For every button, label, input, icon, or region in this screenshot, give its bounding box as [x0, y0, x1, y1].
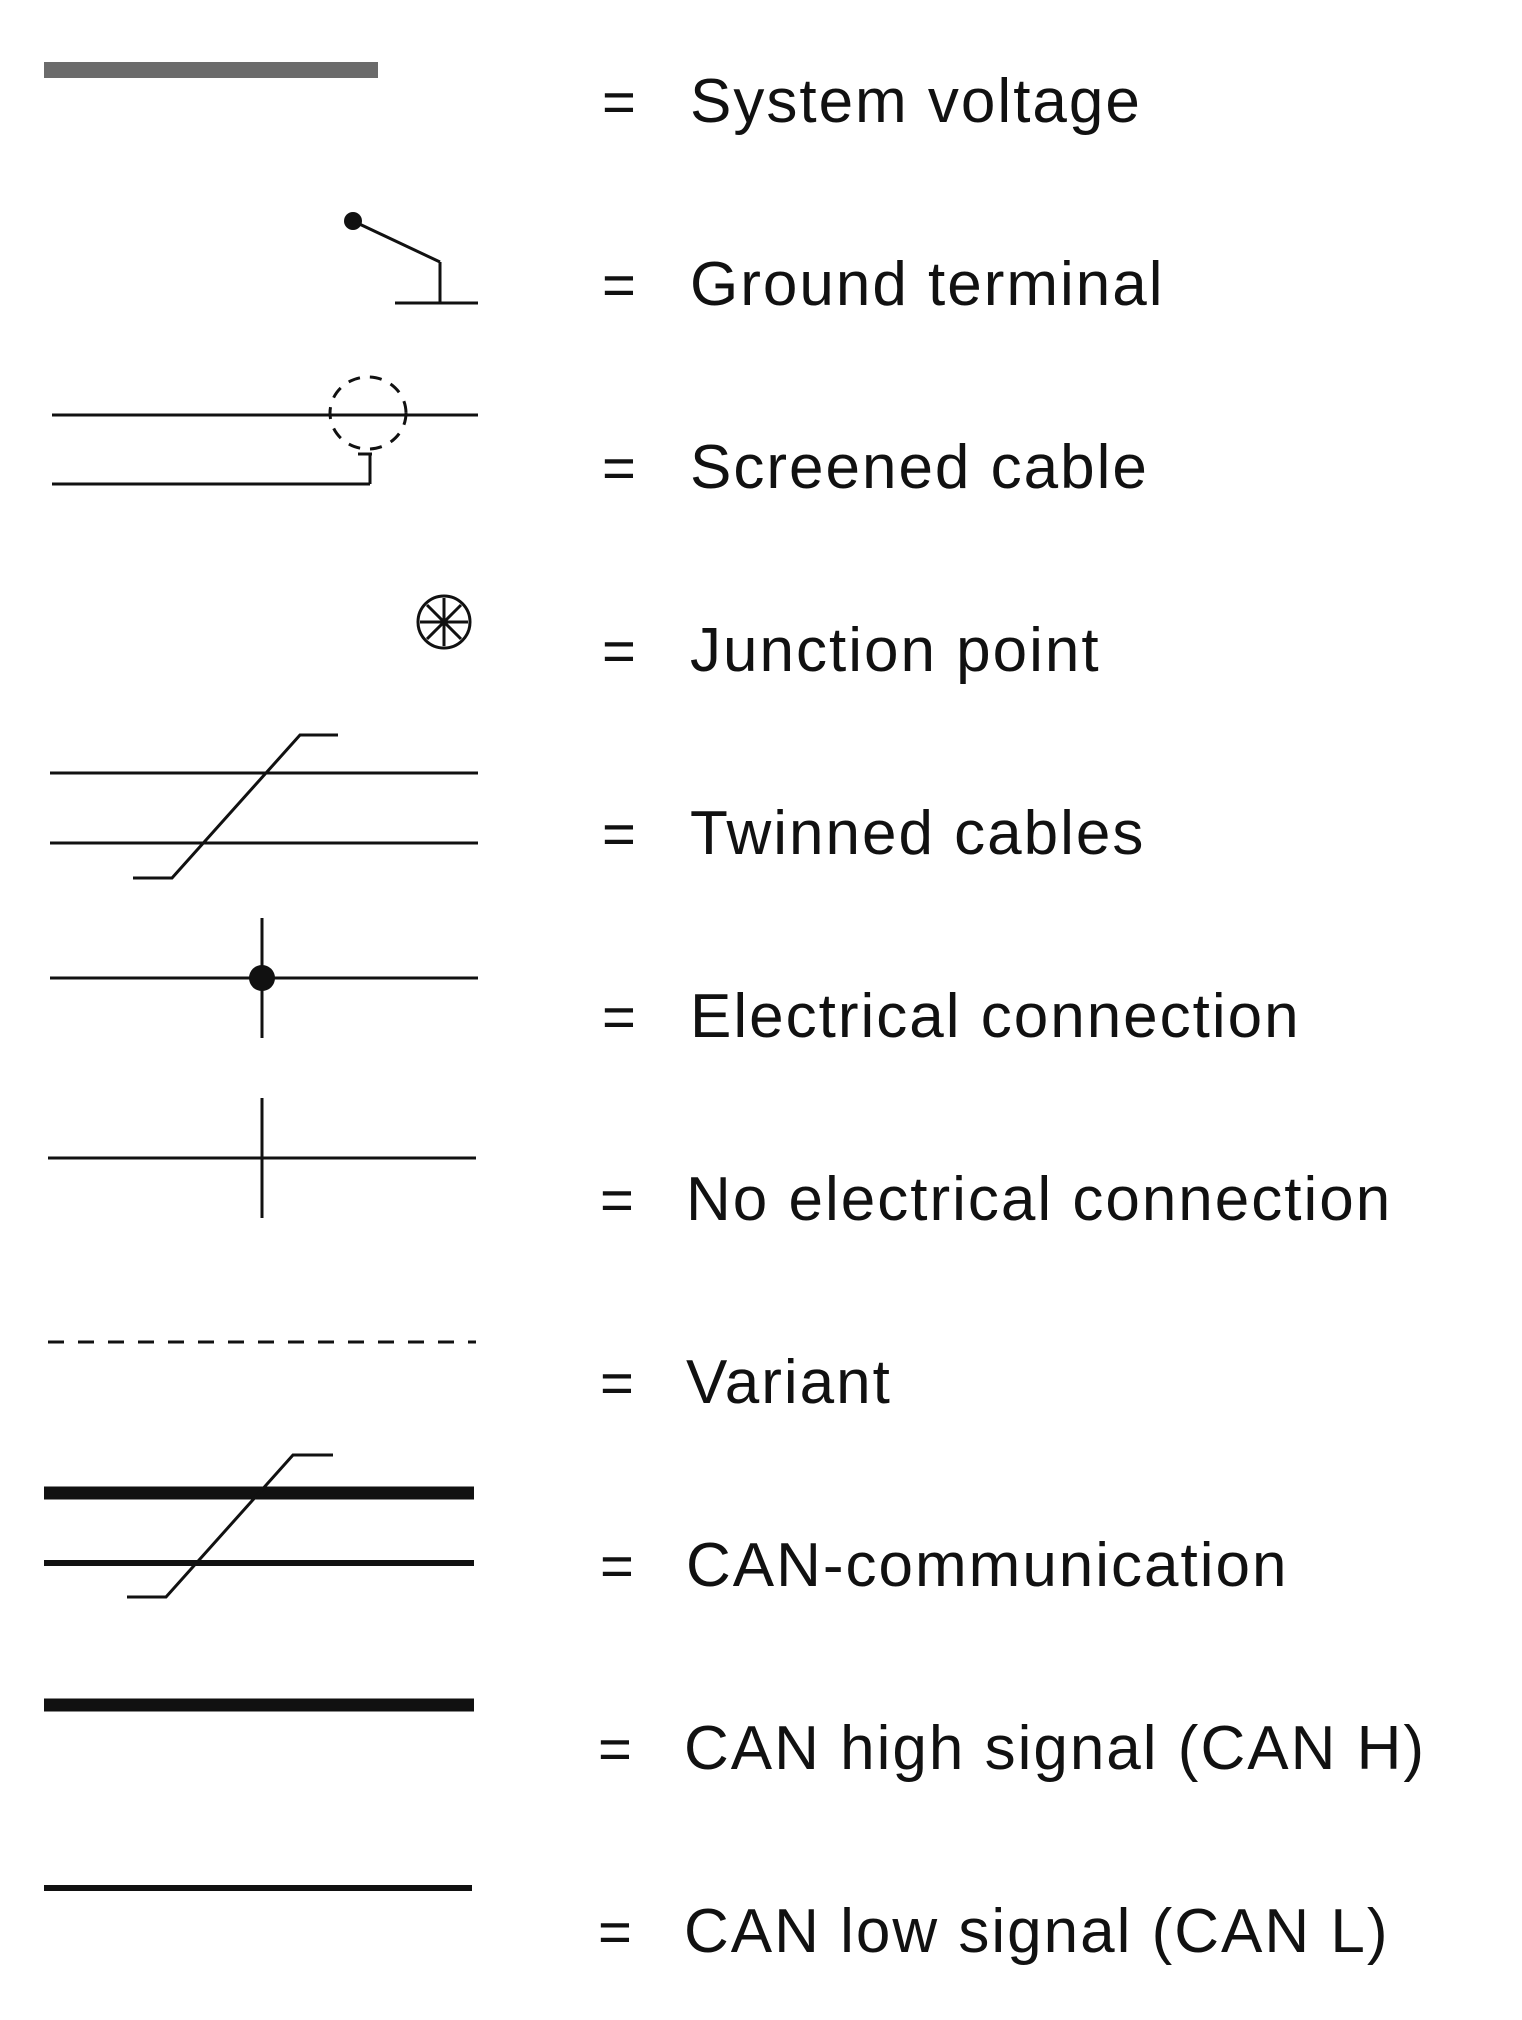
- legend-row-can-communication: = CAN-communication: [44, 1453, 1289, 1600]
- legend-row-can-low-signal: = CAN low signal (CAN L): [44, 1885, 1390, 1966]
- label-electrical-connection: Electrical connection: [690, 982, 1301, 1051]
- legend-row-junction-point: = Junction point: [416, 594, 1101, 685]
- no-electrical-connection-symbol: [48, 1098, 476, 1218]
- legend-row-system-voltage: = System voltage: [44, 62, 1142, 136]
- label-no-electrical-connection: No electrical connection: [686, 1165, 1392, 1234]
- equals-sign: =: [600, 1351, 634, 1416]
- legend-row-can-high-signal: = CAN high signal (CAN H): [44, 1698, 1426, 1783]
- label-twinned-cables: Twinned cables: [690, 799, 1145, 868]
- junction-point-symbol: [416, 594, 472, 650]
- equals-sign: =: [602, 253, 636, 318]
- equals-sign: =: [600, 1168, 634, 1233]
- can-communication-symbol: [44, 1453, 474, 1599]
- legend-row-variant: = Variant: [48, 1340, 892, 1417]
- twinned-cables-symbol: [50, 733, 478, 880]
- legend-row-screened-cable: = Screened cable: [52, 375, 1149, 502]
- label-can-high-signal: CAN high signal (CAN H): [684, 1714, 1426, 1783]
- legend-row-twinned-cables: = Twinned cables: [50, 733, 1145, 880]
- ground-terminal-symbol: [344, 212, 478, 305]
- label-can-communication: CAN-communication: [686, 1531, 1289, 1600]
- legend-row-electrical-connection: = Electrical connection: [50, 918, 1301, 1051]
- electrical-connection-symbol: [50, 918, 478, 1038]
- equals-sign: =: [602, 70, 636, 135]
- label-ground-terminal: Ground terminal: [690, 250, 1165, 319]
- equals-sign: =: [598, 1717, 632, 1782]
- equals-sign: =: [602, 802, 636, 867]
- screened-cable-symbol: [52, 375, 478, 486]
- label-can-low-signal: CAN low signal (CAN L): [684, 1897, 1390, 1966]
- label-screened-cable: Screened cable: [690, 433, 1149, 502]
- equals-sign: =: [598, 1900, 632, 1965]
- system-voltage-symbol: [44, 62, 378, 78]
- equals-sign: =: [600, 1534, 634, 1599]
- equals-sign: =: [602, 436, 636, 501]
- legend-row-ground-terminal: = Ground terminal: [344, 212, 1165, 319]
- label-variant: Variant: [686, 1348, 892, 1417]
- equals-sign: =: [602, 619, 636, 684]
- equals-sign: =: [602, 985, 636, 1050]
- legend-row-no-electrical-connection: = No electrical connection: [48, 1098, 1392, 1234]
- label-junction-point: Junction point: [690, 616, 1101, 685]
- label-system-voltage: System voltage: [690, 67, 1142, 136]
